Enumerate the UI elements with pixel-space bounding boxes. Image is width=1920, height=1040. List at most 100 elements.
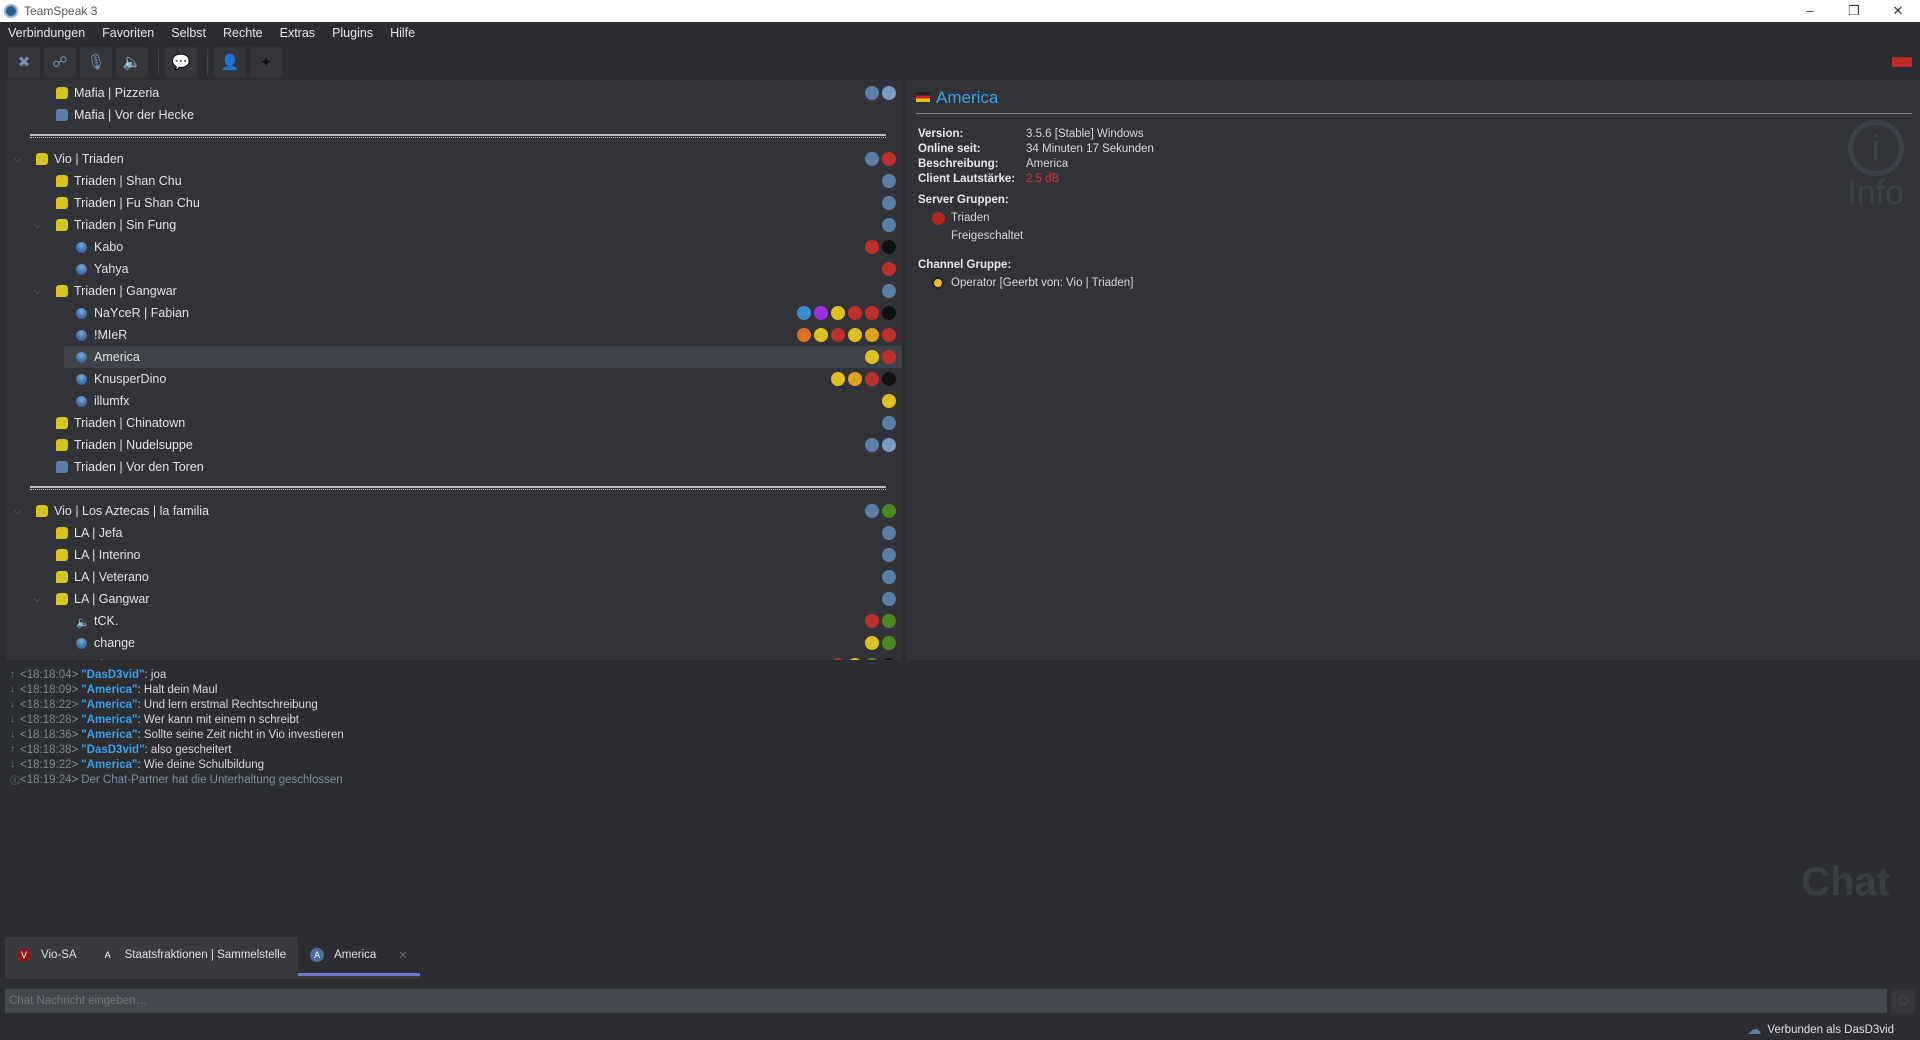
client-row[interactable]: America bbox=[64, 346, 902, 368]
channel-tab-icon: A bbox=[100, 948, 115, 962]
group-icon bbox=[882, 592, 896, 606]
group-icon bbox=[831, 372, 845, 386]
channel-spacer bbox=[30, 486, 886, 490]
expand-arrow-icon[interactable]: ⌵ bbox=[14, 153, 21, 164]
menu-bar: Verbindungen Favoriten Selbst Rechte Extras P… bbox=[0, 22, 1920, 44]
toolbar-divider bbox=[207, 49, 208, 75]
row-icons bbox=[882, 218, 896, 232]
client-row[interactable]: !MIeR bbox=[6, 324, 902, 346]
row-icons bbox=[797, 328, 896, 342]
chat-nick[interactable]: "DasD3vid" bbox=[81, 668, 145, 681]
tree-item-label: LA | Veterano bbox=[74, 570, 149, 584]
tree-item-label: shüüüü bbox=[94, 658, 135, 660]
group-icon bbox=[882, 284, 896, 298]
group-icon bbox=[882, 548, 896, 562]
channel-row[interactable]: ⌵Triaden | Gangwar bbox=[6, 280, 902, 302]
avatar-button[interactable]: ✦ bbox=[250, 47, 282, 77]
disconnect-button[interactable]: ✖ bbox=[8, 47, 40, 77]
mute-speaker-button[interactable]: 🔈 bbox=[116, 47, 148, 77]
channel-row[interactable]: LA | Jefa bbox=[6, 522, 902, 544]
chat-nick[interactable]: "America" bbox=[81, 728, 138, 741]
expand-arrow-icon[interactable]: ⌵ bbox=[34, 285, 41, 296]
client-row[interactable]: 🔈tCK. bbox=[6, 610, 902, 632]
client-row[interactable]: shüüüü bbox=[6, 654, 902, 660]
channel-row[interactable]: ⌵LA | Gangwar bbox=[6, 588, 902, 610]
channel-row[interactable]: Triaden | Chinatown bbox=[6, 412, 902, 434]
menu-verbindungen[interactable]: Verbindungen bbox=[8, 26, 86, 40]
incoming-arrow-icon: ↓ bbox=[10, 684, 15, 695]
channel-row[interactable]: Mafia | Vor der Hecke bbox=[6, 104, 902, 126]
chat-line: ⓘ<18:19:24>Der Chat-Partner hat die Unte… bbox=[10, 772, 1910, 788]
channel-row[interactable]: LA | Veterano bbox=[6, 566, 902, 588]
close-tab-icon[interactable]: ✕ bbox=[398, 950, 408, 962]
group-icon bbox=[865, 240, 879, 254]
incoming-arrow-icon: ↓ bbox=[10, 759, 15, 770]
expand-arrow-icon[interactable]: ⌵ bbox=[14, 505, 21, 516]
chat-nick[interactable]: "America" bbox=[81, 683, 138, 696]
chat-nick[interactable]: "DasD3vid" bbox=[81, 743, 145, 756]
channel-group: Operator [Geerbt von: Vio | Triaden] bbox=[951, 277, 1134, 289]
close-button[interactable]: ✕ bbox=[1892, 3, 1904, 18]
chat-timestamp: <18:19:22> bbox=[20, 758, 79, 771]
chat-line: ↑<18:18:04>"DasD3vid": joa bbox=[10, 667, 1910, 682]
menu-favoriten[interactable]: Favoriten bbox=[102, 26, 155, 40]
client-row[interactable]: NaYceR | Fabian bbox=[6, 302, 902, 324]
channel-tab-icon: A bbox=[310, 948, 325, 962]
client-row[interactable]: KnusperDino bbox=[6, 368, 902, 390]
chat-line: ↓<18:18:28>"America": Wer kann mit einem… bbox=[10, 712, 1910, 727]
emoji-button[interactable]: ☺ bbox=[1891, 989, 1915, 1013]
channel-row[interactable]: Triaden | Shan Chu bbox=[6, 170, 902, 192]
tree-item-label: Vio | Triaden bbox=[54, 152, 124, 166]
group-icon bbox=[814, 328, 828, 342]
client-row[interactable]: Yahya bbox=[6, 258, 902, 280]
menu-rechte[interactable]: Rechte bbox=[223, 26, 263, 40]
status-bar: ☁ Verbunden als DasD3vid bbox=[1747, 1021, 1894, 1038]
tree-item-label: illumfx bbox=[94, 394, 130, 408]
channel-row[interactable]: ⌵ Vio | Triaden bbox=[6, 148, 902, 170]
channel-spacer bbox=[30, 134, 886, 138]
row-icons bbox=[882, 174, 896, 188]
menu-hilfe[interactable]: Hilfe bbox=[390, 26, 416, 40]
connection-status: Verbunden als DasD3vid bbox=[1767, 1023, 1894, 1036]
minimize-button[interactable]: – bbox=[1806, 3, 1814, 18]
expand-arrow-icon[interactable]: ⌵ bbox=[34, 593, 41, 604]
away-button[interactable]: ☍ bbox=[44, 47, 76, 77]
row-icons bbox=[865, 614, 896, 628]
channel-row[interactable]: Triaden | Vor den Toren bbox=[6, 456, 902, 478]
channel-row[interactable]: Triaden | Nudelsuppe bbox=[6, 434, 902, 456]
client-row[interactable]: Kabo bbox=[6, 236, 902, 258]
menu-extras[interactable]: Extras bbox=[279, 26, 316, 40]
channel-icon bbox=[56, 549, 68, 561]
recording-icon bbox=[1892, 57, 1912, 67]
whisper-button[interactable]: 💬 bbox=[165, 47, 197, 77]
menu-plugins[interactable]: Plugins bbox=[332, 26, 374, 40]
channel-row[interactable]: LA | Interino bbox=[6, 544, 902, 566]
chat-nick[interactable]: "America" bbox=[81, 698, 138, 711]
expand-arrow-icon[interactable]: ⌵ bbox=[34, 219, 41, 230]
mute-mic-button[interactable]: 🎙 bbox=[80, 47, 112, 77]
menu-selbst[interactable]: Selbst bbox=[171, 26, 207, 40]
group-icon bbox=[882, 328, 896, 342]
chat-nick[interactable]: "America" bbox=[81, 758, 138, 771]
chat-nick[interactable]: "America" bbox=[81, 713, 138, 726]
client-row[interactable]: change bbox=[6, 632, 902, 654]
client-row[interactable]: illumfx bbox=[6, 390, 902, 412]
channel-row[interactable]: Mafia | Pizzeria bbox=[6, 82, 902, 104]
chat-input[interactable] bbox=[5, 989, 1887, 1013]
operator-icon bbox=[932, 277, 944, 289]
row-icons bbox=[882, 592, 896, 606]
identity-button[interactable]: 👤 bbox=[214, 47, 246, 77]
channel-row[interactable]: ⌵Vio | Los Aztecas | la familia bbox=[6, 500, 902, 522]
info-field: Client Lautstärke:2.5 dB bbox=[918, 173, 1059, 185]
group-icon bbox=[865, 152, 879, 166]
client-status-icon bbox=[76, 329, 87, 341]
restore-button[interactable]: ❐ bbox=[1848, 3, 1860, 18]
channel-row[interactable]: Triaden | Fu Shan Chu bbox=[6, 192, 902, 214]
chat-log[interactable]: ↑<18:18:04>"DasD3vid": joa↓<18:18:09>"Am… bbox=[6, 662, 1914, 934]
channel-row[interactable]: ⌵Triaden | Sin Fung bbox=[6, 214, 902, 236]
